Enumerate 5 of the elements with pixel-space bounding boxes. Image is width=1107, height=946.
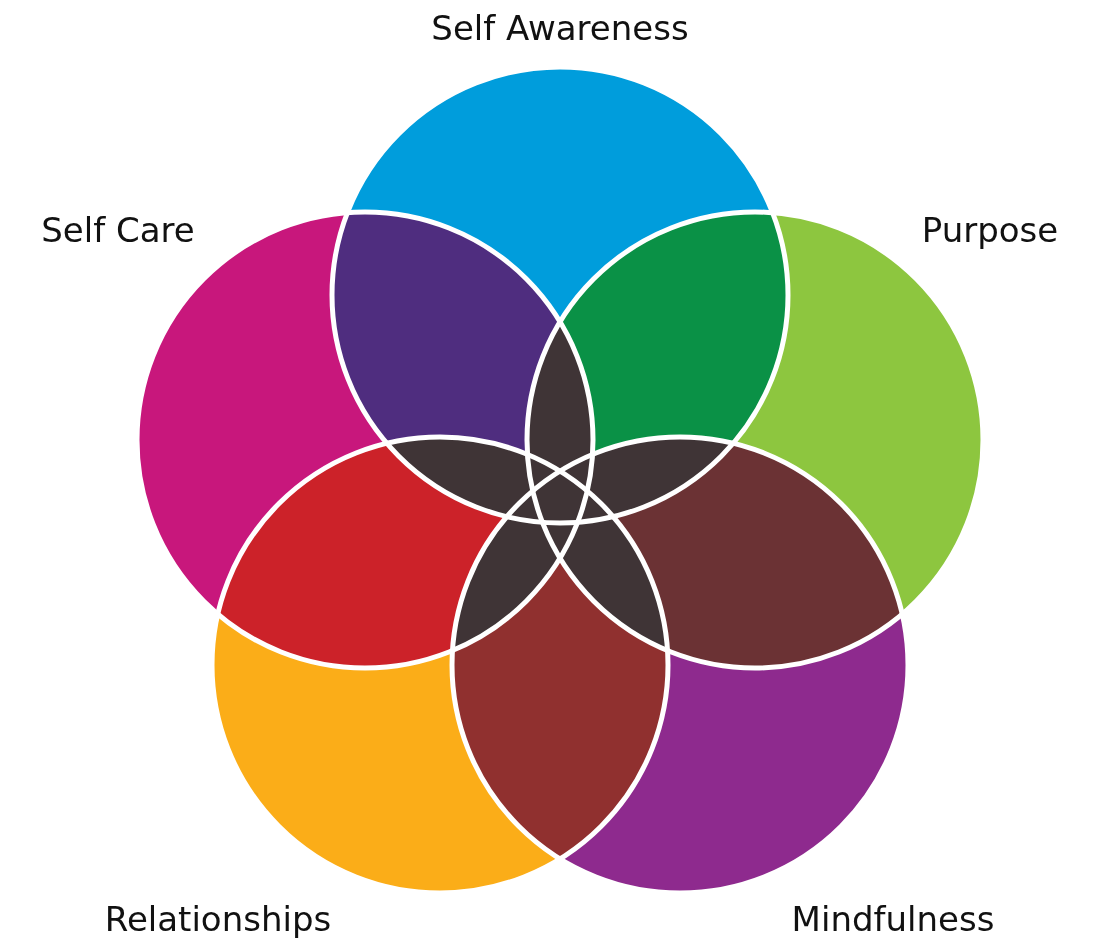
circle-label: Relationships bbox=[104, 898, 332, 941]
circle-label: Purpose bbox=[921, 209, 1059, 252]
circle-label: Mindfulness bbox=[791, 898, 995, 941]
circle-label: Self Care bbox=[41, 209, 195, 252]
circle-label: Self Awareness bbox=[431, 7, 689, 50]
